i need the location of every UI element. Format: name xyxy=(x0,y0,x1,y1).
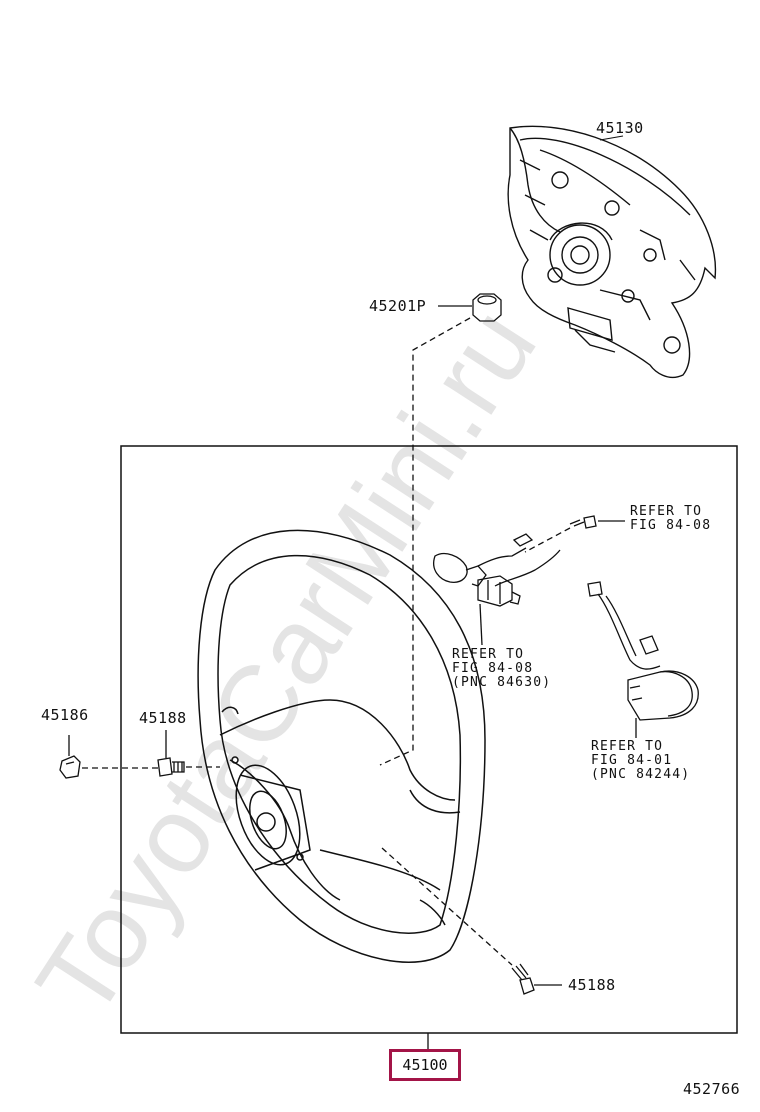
refer-line: FIG 84-01 xyxy=(591,753,673,768)
bolt-left-drawing xyxy=(157,730,220,777)
screw-drawing xyxy=(524,515,625,553)
refer-line: FIG 84-08 xyxy=(630,518,712,533)
assembly-frame xyxy=(120,445,738,1034)
part-label-45100: 45100 xyxy=(402,1056,448,1074)
steering-wheel-drawing xyxy=(197,529,486,963)
nut-dashed-line xyxy=(379,317,471,766)
part-label-45188-bottom[interactable]: 45188 xyxy=(568,976,616,994)
refer-note-screw[interactable]: REFER TO FIG 84-08 xyxy=(630,505,711,533)
nut-drawing xyxy=(438,293,502,322)
refer-line: REFER TO xyxy=(630,504,703,519)
switch-drawing xyxy=(433,533,561,646)
refer-line: REFER TO xyxy=(452,647,525,662)
refer-note-sensor[interactable]: REFER TO FIG 84-01 (PNC 84244) xyxy=(591,740,690,782)
clip-drawing xyxy=(59,735,160,779)
refer-note-switch[interactable]: REFER TO FIG 84-08 (PNC 84630) xyxy=(452,648,551,690)
part-label-45188-left[interactable]: 45188 xyxy=(139,709,187,727)
refer-line: (PNC 84630) xyxy=(452,675,552,690)
sensor-drawing xyxy=(587,581,699,738)
airbag-pad-drawing xyxy=(507,125,717,379)
assembly-part-number-box[interactable]: 45100 xyxy=(389,1049,461,1081)
part-label-45186[interactable]: 45186 xyxy=(41,706,89,724)
refer-line: (PNC 84244) xyxy=(591,767,691,782)
refer-line: REFER TO xyxy=(591,739,664,754)
part-label-45130[interactable]: 45130 xyxy=(596,119,644,137)
part-label-45201p[interactable]: 45201P xyxy=(369,297,427,315)
figure-number: 452766 xyxy=(683,1080,741,1098)
refer-line: FIG 84-08 xyxy=(452,661,534,676)
bolt-bottom-drawing xyxy=(381,847,562,995)
